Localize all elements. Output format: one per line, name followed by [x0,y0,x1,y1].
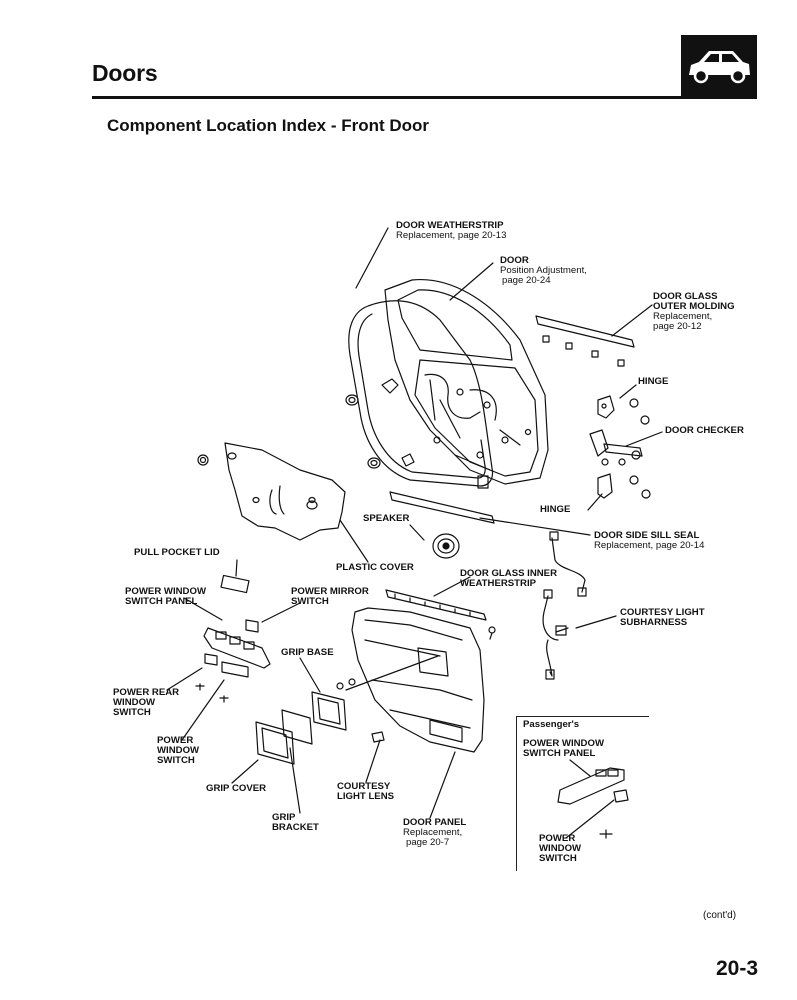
label-door: DOOR Position Adjustment, page 20-24 [500,255,587,286]
passenger-heading: Passenger's [523,719,580,730]
passenger-power-window-switch-panel [557,767,625,805]
power-mirror-switch [245,619,259,633]
speaker [432,533,460,559]
courtesy-light-lens [371,731,385,743]
door-side-sill-seal [389,491,495,524]
page-number: 20-3 [716,957,759,980]
grip-base [311,691,347,731]
door-weatherstrip [348,300,494,487]
label-power-window-switch-panel: POWER WINDOW SWITCH PANEL [125,586,207,607]
label-power-rear-window-switch: POWER REAR WINDOW SWITCH [113,687,180,718]
label-passenger-power-window-switch: POWER WINDOW SWITCH [539,833,582,864]
page-title: Doors [92,60,158,86]
label-power-mirror-switch: POWER MIRROR SWITCH [291,586,369,607]
outer-molding [535,315,635,348]
label-passenger-switch-panel: POWER WINDOW SWITCH PANEL [523,738,605,759]
label-speaker: SPEAKER [363,513,410,524]
car-icon [689,51,750,84]
upper-hinge [597,395,615,419]
label-grip-base: GRIP BASE [281,647,334,658]
label-door-glass-outer-molding: DOOR GLASS OUTER MOLDING Replacement, pa… [653,291,735,332]
section-title: Component Location Index - Front Door [107,116,430,135]
power-window-switch-panel [203,627,271,669]
label-grip-bracket: GRIP BRACKET [272,812,319,833]
label-door-checker: DOOR CHECKER [665,425,744,436]
power-window-switch [221,661,249,678]
plug [345,394,359,406]
passenger-inset [516,716,649,871]
plug [197,454,209,466]
title-rule [92,96,757,99]
label-pull-pocket-lid: PULL POCKET LID [134,547,220,558]
label-courtesy-light-subharness: COURTESY LIGHT SUBHARNESS [620,607,705,628]
label-door-weatherstrip: DOOR WEATHERSTRIP Replacement, page 20-1… [396,220,507,241]
lower-hinge [597,473,613,499]
pull-pocket-lid [220,574,250,594]
label-courtesy-light-lens: COURTESY LIGHT LENS [337,781,395,802]
door-panel [351,607,485,753]
continued-note: (cont'd) [703,910,737,921]
label-hinge-lower: HINGE [540,504,571,515]
passenger-power-window-switch [613,789,629,803]
grip-bracket [281,709,313,745]
door-glass-inner-weatherstrip [385,589,487,621]
label-plastic-cover: PLASTIC COVER [336,562,414,573]
power-rear-window-switch [204,653,218,666]
label-door-panel: DOOR PANEL Replacement, page 20-7 [403,817,467,848]
label-power-window-switch: POWER WINDOW SWITCH [157,735,200,766]
grip-cover [255,721,295,765]
label-door-glass-inner-weatherstrip: DOOR GLASS INNER WEATHERSTRIP [460,568,558,589]
door-checker-part [589,429,643,457]
label-door-side-sill-seal: DOOR SIDE SILL SEAL Replacement, page 20… [594,530,705,551]
label-grip-cover: GRIP COVER [206,783,267,794]
section-badge [681,35,757,96]
plastic-cover [224,442,346,541]
label-hinge-upper: HINGE [638,376,669,387]
plug [367,457,381,469]
courtesy-light-subharness [542,537,586,677]
